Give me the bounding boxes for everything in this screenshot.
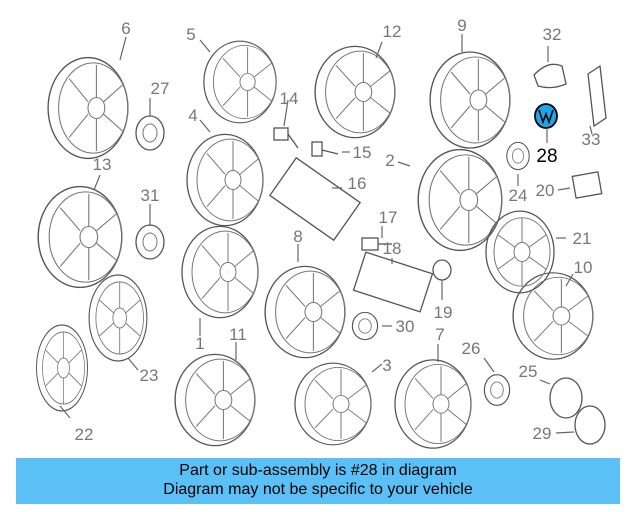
- wheel-rim-3: [294, 362, 372, 446]
- wheel-rim-11: [174, 353, 256, 447]
- wheel-cover-21: [485, 210, 555, 294]
- label-20: [571, 171, 603, 199]
- callout-3: 3: [382, 356, 391, 375]
- callout-25: 25: [519, 362, 538, 381]
- callout-4: 4: [188, 106, 197, 125]
- callout-1: 1: [195, 334, 204, 353]
- valve-15: [311, 141, 339, 157]
- callout-15: 15: [353, 143, 372, 162]
- callout-26: 26: [462, 339, 481, 358]
- wheel-rim-9: [429, 51, 511, 149]
- callout-11: 11: [229, 325, 247, 344]
- sensor-kit-16: [268, 156, 362, 242]
- callout-24: 24: [509, 186, 528, 205]
- parts-diagram: 6 5 12 9 32 27 14 4 15 2 33 28 13 16 24 …: [35, 16, 607, 449]
- banner-line-disclaimer: Diagram may not be specific to your vehi…: [163, 481, 473, 498]
- center-cap-26: [483, 374, 511, 406]
- callout-16: 16: [348, 174, 367, 193]
- callout-23: 23: [140, 366, 159, 385]
- callout-13: 13: [93, 155, 112, 174]
- callout-20: 20: [536, 181, 555, 200]
- ring-25: [549, 377, 583, 419]
- lug-nut-17: [361, 237, 392, 251]
- highlighted-emblem-28: [534, 103, 558, 129]
- callout-labels: 6 5 12 9 32 27 14 4 15 2 33 28 13 16 24 …: [75, 16, 601, 444]
- callout-29: 29: [533, 424, 552, 443]
- wheel-cover-23: [88, 274, 148, 362]
- wheel-rim-4: [186, 133, 264, 227]
- center-cap-27: [135, 115, 165, 151]
- wheel-rim-1: [181, 225, 259, 319]
- wheel-cover-22: [35, 324, 89, 412]
- callout-21: 21: [573, 229, 592, 248]
- emblem-32: [533, 63, 567, 89]
- callout-18: 18: [383, 239, 402, 258]
- callout-28: 28: [536, 146, 557, 167]
- callout-14: 14: [280, 89, 299, 108]
- center-cap-24: [506, 141, 530, 171]
- wheel-rim-13: [37, 185, 123, 289]
- callout-27: 27: [151, 79, 170, 98]
- callout-19: 19: [434, 303, 453, 322]
- banner-line-part: Part or sub-assembly is #28 in diagram: [179, 462, 457, 479]
- info-banner: Part or sub-assembly is #28 in diagram D…: [16, 458, 620, 504]
- wheel-rim-8: [264, 265, 346, 359]
- callout-6: 6: [121, 19, 130, 38]
- callout-9: 9: [457, 16, 466, 35]
- callout-33: 33: [582, 130, 601, 149]
- ring-29: [574, 405, 606, 445]
- callout-31: 31: [141, 186, 160, 205]
- center-cap-31: [135, 224, 165, 260]
- bolt-kit-18: [352, 251, 434, 313]
- callout-32: 32: [543, 25, 562, 44]
- callout-12: 12: [383, 22, 402, 41]
- wheel-rim-12: [314, 45, 396, 139]
- wheel-rim-5: [203, 40, 277, 124]
- bolt-14: [273, 127, 299, 149]
- center-cap-30: [351, 311, 379, 341]
- callout-8: 8: [293, 227, 302, 246]
- wheel-rim-7: [394, 359, 472, 449]
- leader-lines: [59, 34, 593, 434]
- callout-5: 5: [186, 25, 195, 44]
- callout-2: 2: [385, 151, 394, 170]
- nut-19: [432, 259, 452, 281]
- callout-7: 7: [435, 325, 444, 344]
- wheel-rim-6: [47, 56, 129, 160]
- callout-17: 17: [379, 208, 398, 227]
- callout-10: 10: [574, 258, 593, 277]
- badge-33: [587, 64, 607, 128]
- callout-22: 22: [75, 425, 94, 444]
- callout-30: 30: [396, 317, 415, 336]
